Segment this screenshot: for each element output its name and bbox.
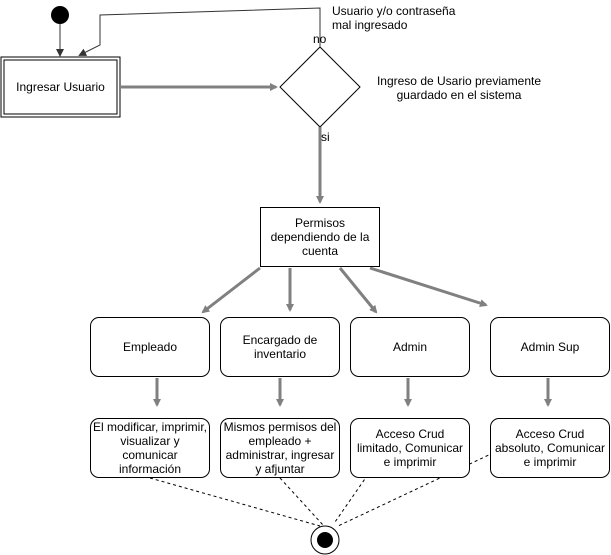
empleado-to-end-line [149,477,321,527]
role-admin-sup: Admin Sup [490,317,610,377]
permisos-to-admin-arrow [338,267,378,314]
desc-encargado: Mismos permisos del empleado + administr… [220,418,340,478]
desc-admin: Acceso Crud limitado, Comunicar e imprim… [350,418,470,478]
end-node-dot [317,532,333,548]
desc-empleado: El modificar, imprimir, visualizar y com… [90,418,210,478]
permisos-box: Permisos dependiendo de la cuenta [260,207,380,267]
adminsup-to-end-line [337,444,511,527]
role-empleado: Empleado [90,317,210,377]
yes-label: si [321,130,330,144]
error-note: Usuario y/o contraseña mal ingresado [332,4,456,32]
no-loop-arrow [78,7,321,56]
no-label: no [313,32,327,46]
role-admin: Admin [350,317,470,377]
permisos-to-adminsup-arrow [369,266,488,307]
role-encargado: Encargado de inventario [220,317,340,377]
login-action: Ingresar Usuario [16,80,105,94]
desc-admin-sup: Acceso Crud absoluto, Comunicar e imprim… [490,418,610,478]
decision-diamond [279,46,361,128]
encargado-to-end-line [279,477,324,526]
login-inner-border [3,59,118,115]
start-node [51,6,69,24]
decision-note: Ingreso de Usario previamente guardado e… [376,74,542,102]
permisos-to-empleado-arrow [201,266,261,314]
